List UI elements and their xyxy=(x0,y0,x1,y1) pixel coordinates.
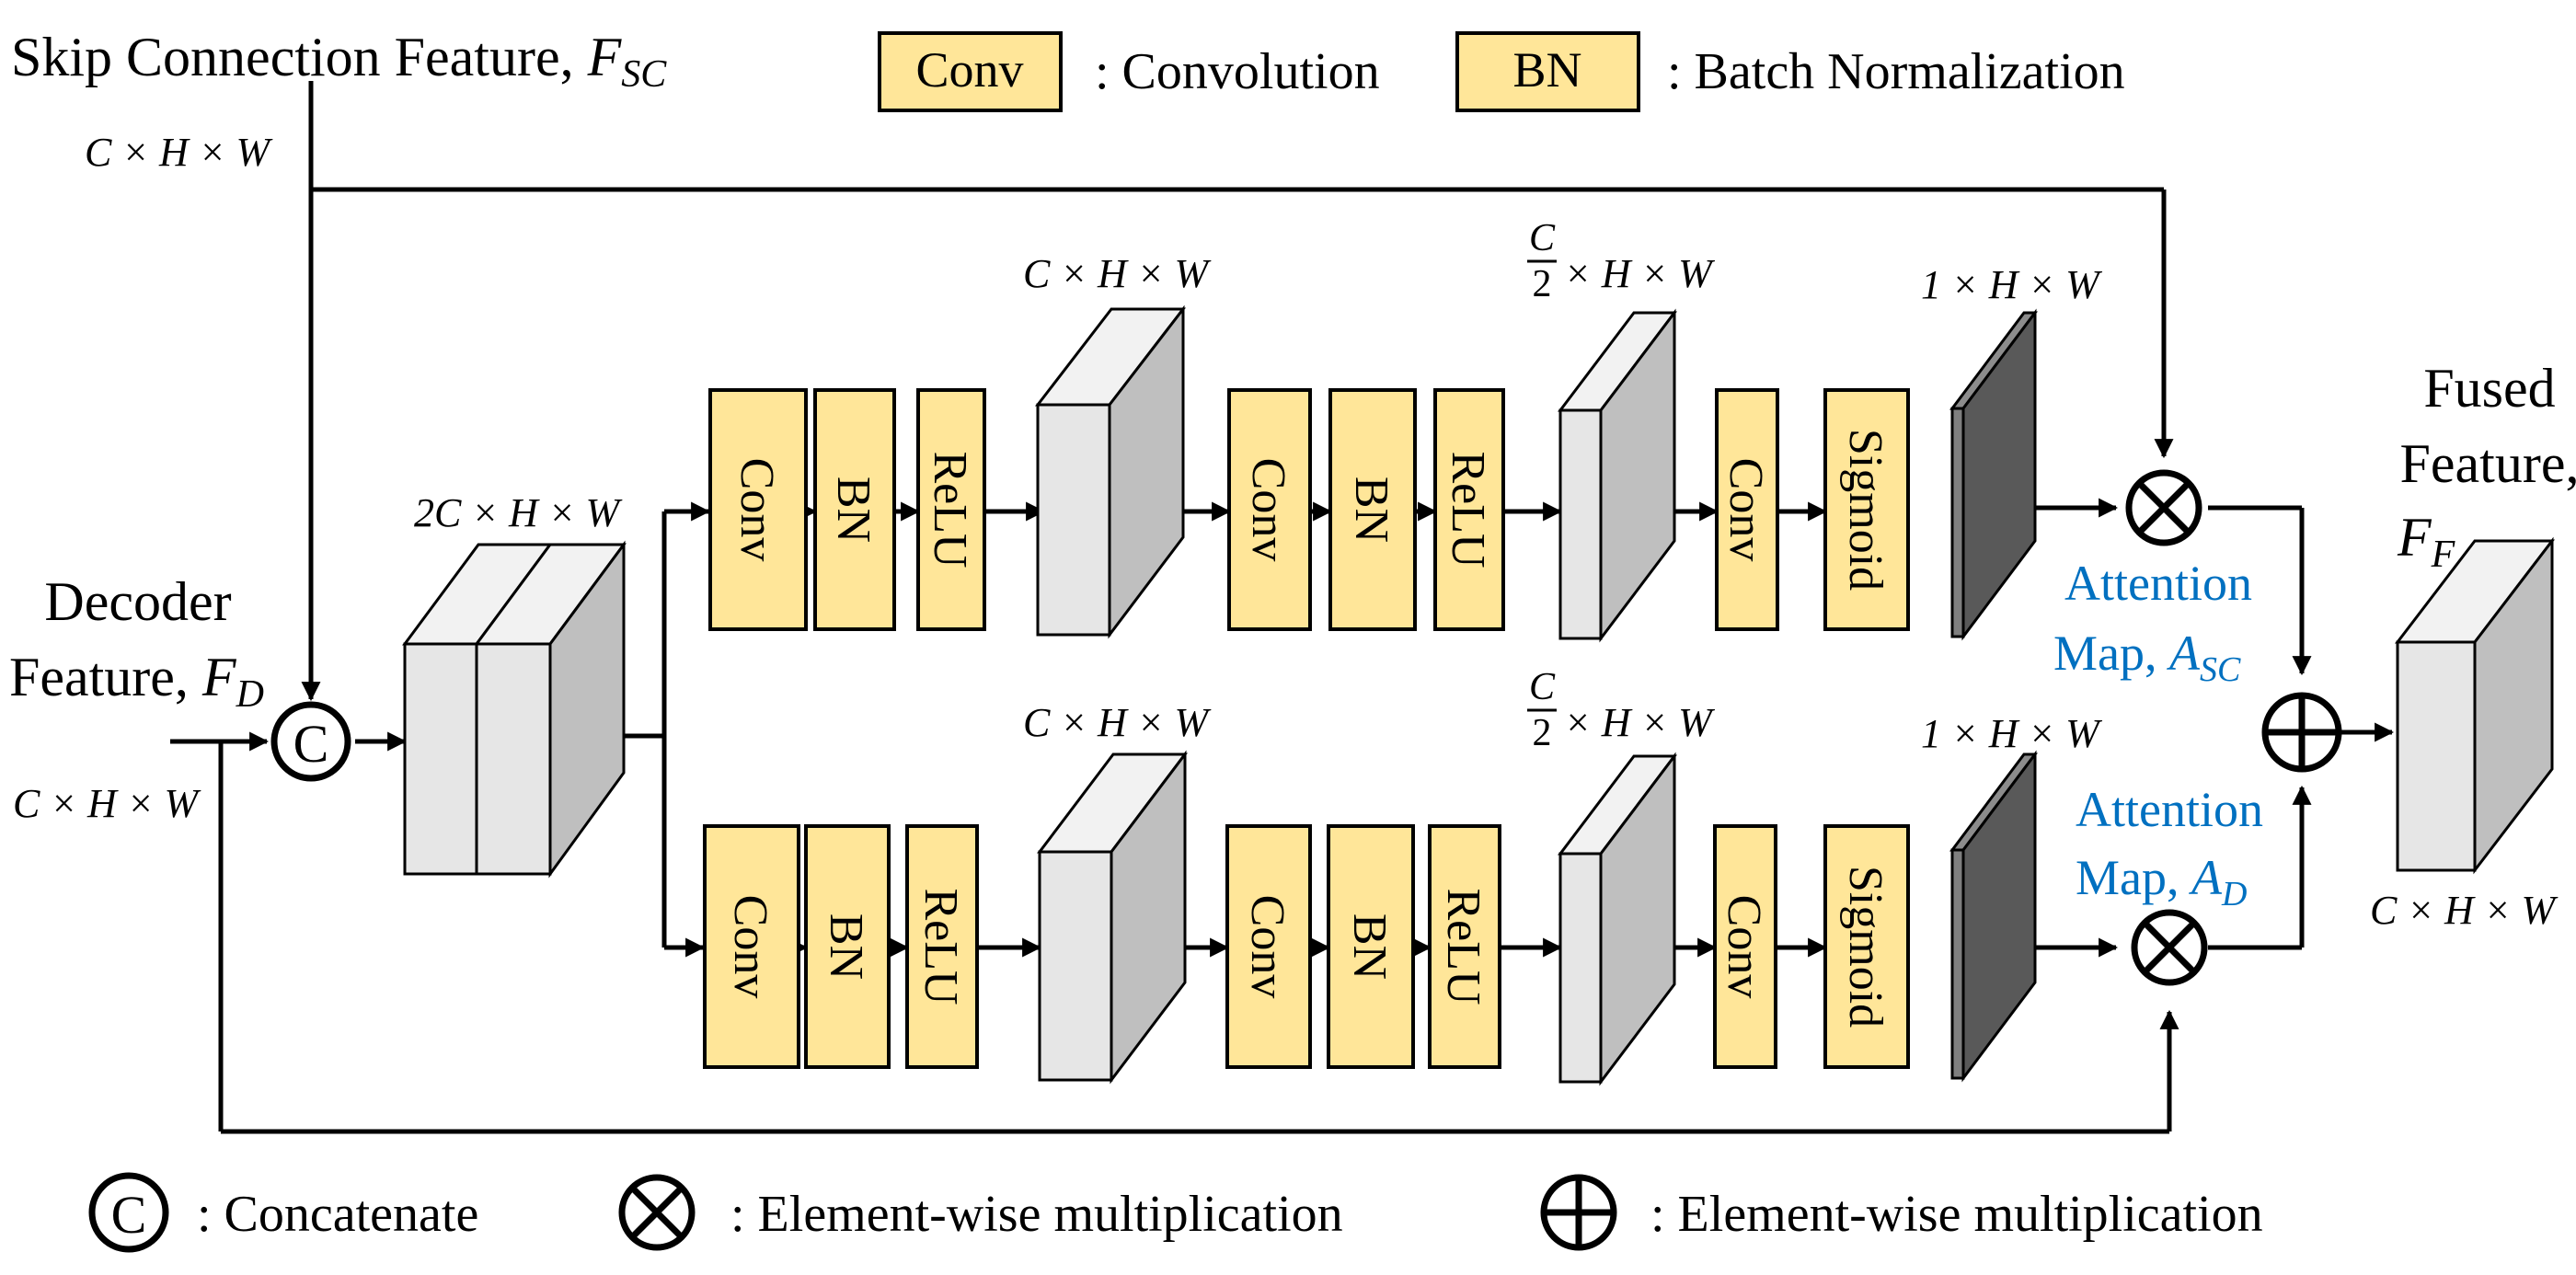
legend-bn-desc: : Batch Normalization xyxy=(1667,43,2125,100)
legend-concat-desc: : Concatenate xyxy=(197,1186,478,1243)
legend-concat-icon xyxy=(88,1172,169,1253)
decoder-dims-label: C × H × W xyxy=(13,781,201,826)
top-relu1-block: ReLU xyxy=(916,388,986,631)
skip-connection-label: Skip Connection Feature, FSC xyxy=(11,27,667,96)
legend-conv-desc: : Convolution xyxy=(1095,43,1380,100)
svg-text:ReLU: ReLU xyxy=(1437,888,1489,1005)
bottom-bn1-block: BN xyxy=(804,824,891,1069)
top-relu2-block: ReLU xyxy=(1433,388,1505,631)
top-conv1-block: Conv xyxy=(708,388,808,631)
fused-label-line1: Fused xyxy=(2423,358,2555,419)
svg-text:Conv: Conv xyxy=(1718,895,1770,999)
concat-operator-symbol: C xyxy=(293,714,329,774)
top-attention-map-shape xyxy=(1949,308,2038,641)
fused-label-line2: Feature, xyxy=(2400,433,2576,494)
svg-text:BN: BN xyxy=(827,477,880,543)
top-dims2-frac-num: C xyxy=(1529,217,1556,259)
fused-feature-map xyxy=(2394,536,2556,875)
fused-label-symbol: FF xyxy=(2397,507,2455,576)
decoder-label-line1: Decoder xyxy=(44,571,231,632)
svg-text:Conv: Conv xyxy=(1719,458,1772,562)
legend-concat-symbol: C xyxy=(111,1185,147,1245)
top-legend: Conv : Convolution BN : Batch Normalizat… xyxy=(878,31,2125,112)
bottom-legend: C : Concatenate : Element-wise multiplic… xyxy=(88,1172,2263,1253)
bottom-dims3-label: 1 × H × W xyxy=(1921,711,2102,756)
svg-text:ReLU: ReLU xyxy=(924,451,976,568)
top-conv2-block: Conv xyxy=(1227,388,1312,631)
bottom-dims2-rest: × H × W xyxy=(1564,700,1715,745)
top-bn1-block: BN xyxy=(813,388,896,631)
legend-multiply-desc: : Element-wise multiplication xyxy=(730,1186,1343,1243)
bottom-bn2-block: BN xyxy=(1327,824,1415,1069)
concat-feature-map xyxy=(402,540,627,879)
legend-conv-box-label: Conv xyxy=(915,42,1023,98)
top-multiply-operator xyxy=(2125,469,2202,546)
top-feature-c xyxy=(1034,304,1187,639)
svg-text:BN: BN xyxy=(1345,477,1397,543)
legend-add-icon xyxy=(1540,1174,1617,1251)
svg-text:Conv: Conv xyxy=(1241,895,1294,999)
top-attention-label-line1: Attention xyxy=(2064,556,2252,611)
legend-bn-box xyxy=(1455,31,1640,112)
bottom-relu2-block: ReLU xyxy=(1428,824,1501,1069)
bottom-attention-label-line2: Map, AD xyxy=(2076,850,2247,913)
svg-text:Sigmoid: Sigmoid xyxy=(1839,429,1892,591)
top-dims3-label: 1 × H × W xyxy=(1921,262,2102,307)
top-branch: Conv BN ReLU C × H × W Conv BN ReLU xyxy=(708,217,2252,689)
bottom-feature-half-c xyxy=(1557,752,1678,1086)
svg-text:Conv: Conv xyxy=(724,895,776,999)
bottom-branch: Conv BN ReLU C × H × W Conv BN ReLU xyxy=(703,666,2263,1086)
bottom-multiply-operator xyxy=(2131,909,2208,986)
top-dims2-rest: × H × W xyxy=(1564,251,1715,296)
top-sigmoid-block: Sigmoid xyxy=(1823,388,1910,631)
connections xyxy=(170,81,2395,1134)
top-conv3-block: Conv xyxy=(1715,388,1779,631)
bottom-conv3-block: Conv xyxy=(1713,824,1777,1069)
top-feature-half-c xyxy=(1557,308,1678,643)
svg-text:Conv: Conv xyxy=(730,458,783,562)
top-dims1-label: C × H × W xyxy=(1023,251,1212,296)
svg-text:BN: BN xyxy=(820,913,872,980)
bottom-conv2-block: Conv xyxy=(1225,824,1312,1069)
bottom-dims1-label: C × H × W xyxy=(1023,700,1212,745)
bottom-attention-map-shape xyxy=(1949,750,2038,1083)
bottom-conv1-block: Conv xyxy=(703,824,800,1069)
top-dims2-frac-den: 2 xyxy=(1533,263,1552,305)
svg-text:ReLU: ReLU xyxy=(914,888,967,1005)
fused-dims-label: C × H × W xyxy=(2370,888,2559,933)
svg-text:Conv: Conv xyxy=(1242,458,1294,562)
svg-text:BN: BN xyxy=(1343,913,1396,980)
legend-multiply-icon xyxy=(618,1174,696,1251)
decoder-label-line2: Feature, FD xyxy=(9,647,264,716)
top-attention-label-line2: Map, ASC xyxy=(2053,626,2241,689)
svg-text:ReLU: ReLU xyxy=(1442,451,1494,568)
skip-dims-label: C × H × W xyxy=(85,130,273,175)
bottom-attention-label-line1: Attention xyxy=(2076,782,2263,837)
bottom-dims2-frac-den: 2 xyxy=(1533,712,1552,754)
bottom-sigmoid-block: Sigmoid xyxy=(1823,824,1910,1069)
bottom-feature-c xyxy=(1036,750,1189,1085)
legend-bn-box-label: BN xyxy=(1512,42,1581,98)
concat-dims-label: 2C × H × W xyxy=(414,490,623,535)
svg-text:Sigmoid: Sigmoid xyxy=(1839,866,1892,1028)
add-operator xyxy=(2261,692,2342,773)
legend-conv-box xyxy=(878,31,1063,112)
top-bn2-block: BN xyxy=(1328,388,1417,631)
bottom-dims2-frac-num: C xyxy=(1529,666,1556,708)
bottom-relu1-block: ReLU xyxy=(905,824,979,1069)
concat-operator: C xyxy=(270,701,351,782)
legend-add-desc: : Element-wise multiplication xyxy=(1650,1186,2263,1243)
